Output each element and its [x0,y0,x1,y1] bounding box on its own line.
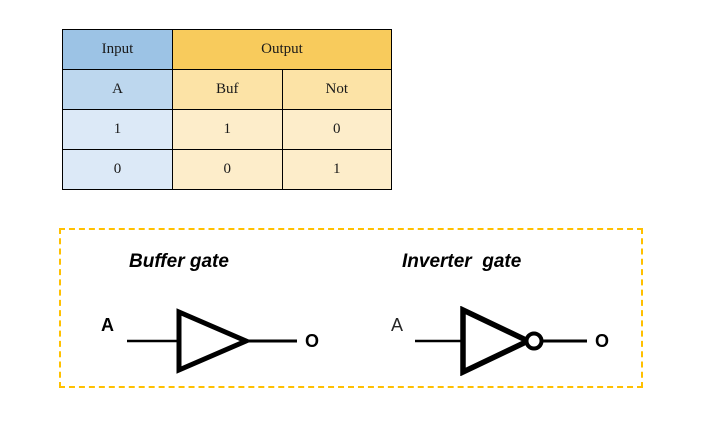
column-header-a: A [62,69,173,110]
inverter-gate-figure: A O [391,305,611,381]
inverter-gate-symbol [415,305,587,377]
buffer-input-label: A [101,315,114,335]
cell-buf-row1: 0 [172,149,283,190]
group-header-input: Input [62,29,173,70]
gate-symbol-panel: Buffer gate Inverter gate A O A O [59,228,643,388]
table-column-header-row: A Buf Not [62,69,392,110]
group-header-output: Output [172,29,392,70]
column-header-buf: Buf [172,69,283,110]
table-group-header-row: Input Output [62,29,392,70]
inversion-bubble-icon [524,331,544,351]
cell-not-row1: 1 [281,149,392,190]
cell-a-row0: 1 [62,109,173,150]
buffer-gate-figure: A O [101,306,321,381]
truth-table: Input Output A Buf Not 1 1 0 0 0 1 [62,29,392,190]
table-row: 0 0 1 [62,149,392,190]
inverter-triangle-icon [460,305,535,377]
inverter-gate-title: Inverter gate [402,251,522,272]
column-header-not: Not [281,69,392,110]
buffer-output-label: O [305,331,320,351]
inverter-output-label: O [595,331,610,351]
buffer-triangle-icon [176,308,253,374]
cell-a-row1: 0 [62,149,173,190]
inverter-input-label: A [391,315,404,335]
cell-not-row0: 0 [281,109,392,150]
cell-buf-row0: 1 [172,109,283,150]
buffer-gate-symbol [127,308,297,374]
buffer-gate-title: Buffer gate [129,251,229,272]
table-row: 1 1 0 [62,109,392,150]
